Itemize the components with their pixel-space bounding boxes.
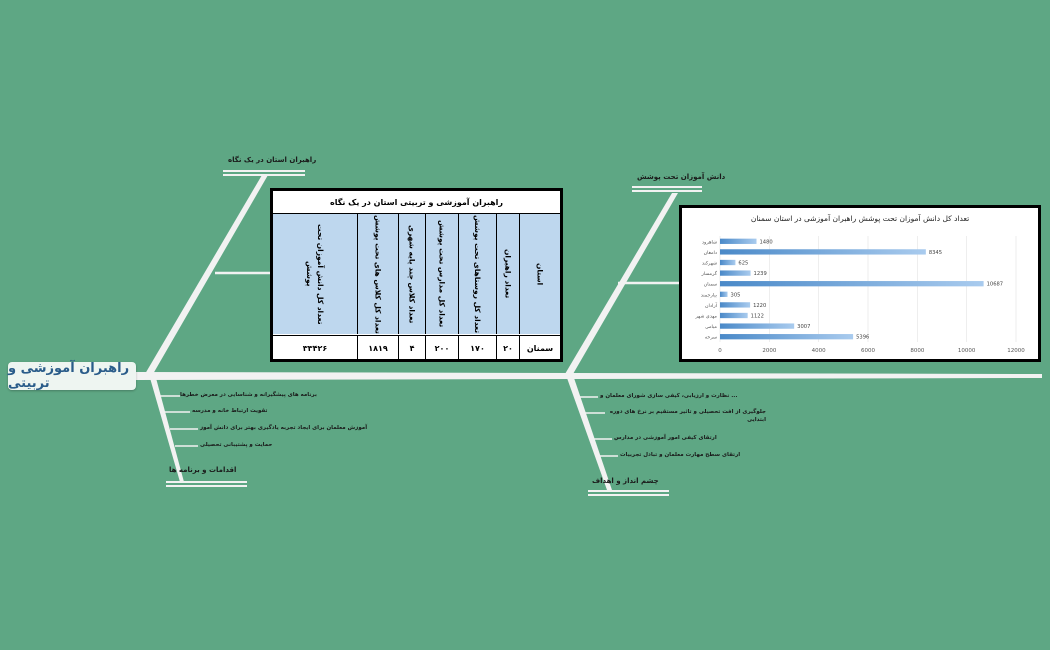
topic-underline bbox=[223, 174, 305, 176]
table-header-cell: تعداد کل روستاهای تحت پوشش bbox=[458, 214, 496, 334]
x-tick-label: 2000 bbox=[762, 348, 776, 354]
table-cell: ۲۰ bbox=[496, 336, 519, 360]
topic-underline bbox=[632, 186, 702, 188]
subtopic-item[interactable]: ... نظارت و ارزیابی، کیفی سازی شورای معل… bbox=[600, 393, 738, 399]
bar bbox=[720, 291, 728, 297]
subtopic-item[interactable]: تقویت ارتباط خانه و مدرسه bbox=[192, 408, 268, 414]
table-row: سمنان ۲۰ ۱۷۰ ۲۰۰ ۴ ۱۸۱۹ ۳۳۴۲۶ bbox=[273, 335, 560, 360]
x-tick-label: 6000 bbox=[861, 348, 875, 354]
x-tick-label: 4000 bbox=[812, 348, 826, 354]
data-label: 3007 bbox=[797, 324, 810, 330]
data-label: 1239 bbox=[754, 271, 767, 277]
topic-underline bbox=[223, 170, 305, 172]
topic-students-covered[interactable]: دانش آموزان تحت پوشش bbox=[637, 173, 726, 181]
x-tick-label: 0 bbox=[718, 348, 722, 354]
topic-underline bbox=[588, 490, 669, 492]
subtopic-item[interactable]: ارتقای سطح مهارت معلمان و تبادل تجربیات bbox=[620, 452, 741, 458]
data-label: 10687 bbox=[987, 282, 1004, 288]
chart-plot: 0 2000 4000 6000 8000 10000 12000 شاهرود 1480 دام… bbox=[695, 236, 1025, 354]
category-label: دامغان bbox=[704, 250, 717, 256]
data-label: 625 bbox=[738, 261, 748, 267]
root-node[interactable]: راهبران آموزشی و تربیتی bbox=[8, 361, 136, 391]
topic-underline bbox=[632, 190, 702, 192]
table-header-cell: تعداد کل دانش آموزان تحت پوشش bbox=[273, 214, 357, 334]
bar bbox=[720, 334, 854, 340]
x-tick-label: 12000 bbox=[1007, 348, 1025, 354]
category-label: بیارجمند bbox=[701, 292, 717, 298]
bar bbox=[720, 249, 926, 255]
x-tick-label: 10000 bbox=[958, 348, 976, 354]
table-header-row: استان تعداد راهبران تعداد کل روستاهای تح… bbox=[273, 214, 560, 334]
topic-underline bbox=[588, 494, 669, 496]
table-header-cell: تعداد کل مدارس تحت پوشش bbox=[425, 214, 458, 334]
category-label: شاهرود bbox=[702, 239, 717, 245]
category-label: سمنان bbox=[704, 282, 717, 288]
data-label: 305 bbox=[731, 292, 741, 298]
subtopic-item[interactable]: جلوگیری از افت تحصیلی و تاثیر مستقیم بر … bbox=[609, 409, 766, 423]
bar bbox=[720, 281, 984, 287]
bar bbox=[720, 312, 748, 319]
data-label: 1480 bbox=[760, 239, 773, 245]
table-header-cell: تعداد راهبران bbox=[496, 214, 519, 334]
category-label: گرمسار bbox=[700, 270, 717, 277]
category-label: سرخه bbox=[705, 336, 717, 341]
topic-underline bbox=[166, 485, 247, 487]
subtopic-item[interactable]: آموزش معلمان برای ایجاد تجربه یادگیری به… bbox=[200, 425, 368, 431]
bar bbox=[720, 323, 795, 329]
table-header-cell: تعداد کلاس چند پایه شهری bbox=[398, 214, 425, 334]
table-header-cell: استان bbox=[519, 214, 560, 334]
category-label: مهدی شهر bbox=[695, 315, 718, 320]
table-cell: ۱۷۰ bbox=[458, 336, 496, 360]
x-tick-label: 8000 bbox=[910, 348, 924, 354]
topic-actions-programs[interactable]: اقدامات و برنامه ها bbox=[169, 466, 237, 474]
bar bbox=[720, 238, 757, 244]
table-cell: ۱۸۱۹ bbox=[357, 336, 398, 360]
topic-leaders-overview[interactable]: راهبران استان در یک نگاه bbox=[228, 156, 317, 164]
bar bbox=[720, 302, 751, 308]
data-label: 8345 bbox=[929, 250, 942, 256]
table-cell: ۴ bbox=[398, 336, 425, 360]
bar bbox=[720, 270, 751, 276]
table-header-cell: تعداد کل کلاس های تحت پوشش bbox=[357, 214, 398, 334]
data-label: 5396 bbox=[856, 335, 869, 341]
table-cell: سمنان bbox=[519, 336, 560, 360]
category-label: آرادان bbox=[705, 302, 718, 309]
chart-title: تعداد کل دانش آموزان تحت پوشش راهبران آم… bbox=[750, 214, 970, 223]
table-title: راهبران آموزشی و تربیتی استان در یک نگاه bbox=[273, 191, 560, 214]
category-label: میامی bbox=[705, 324, 717, 330]
students-chart: تعداد کل دانش آموزان تحت پوشش راهبران آم… bbox=[679, 205, 1041, 362]
data-label: 1122 bbox=[751, 314, 764, 320]
subtopic-item[interactable]: ارتقای کیفی امور آموزشی در مدارس bbox=[614, 435, 717, 441]
category-label: شهرکند bbox=[702, 261, 717, 267]
table-cell: ۲۰۰ bbox=[425, 336, 458, 360]
table-cell: ۳۳۴۲۶ bbox=[302, 343, 328, 353]
topic-vision-goals[interactable]: چشم انداز و اهداف bbox=[592, 477, 659, 485]
data-label: 1220 bbox=[753, 303, 766, 309]
subtopic-item[interactable]: حمایت و پشتیبانی تحصیلی bbox=[200, 442, 273, 448]
subtopic-item[interactable]: برنامه های پیشگیرانه و شناسایی در معرض خ… bbox=[180, 392, 317, 398]
bar bbox=[720, 259, 736, 266]
overview-table: راهبران آموزشی و تربیتی استان در یک نگاه… bbox=[270, 188, 563, 362]
topic-underline bbox=[166, 481, 247, 483]
